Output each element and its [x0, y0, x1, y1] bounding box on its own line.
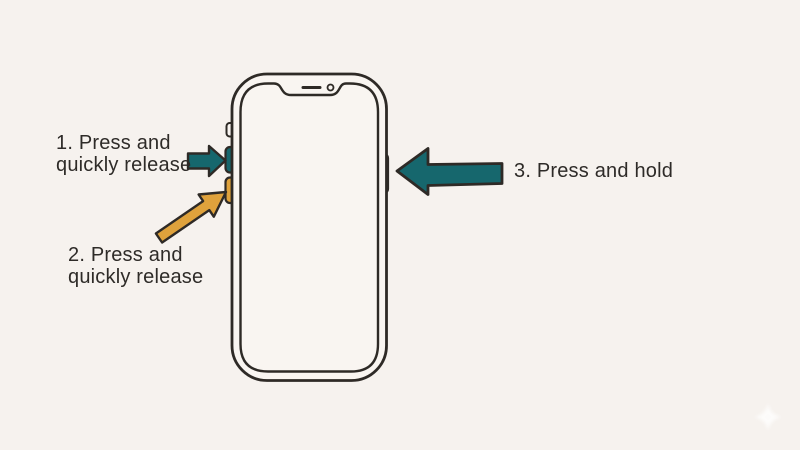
step-3-label: 3. Press and hold: [514, 160, 673, 182]
yellow-diagonal-arrow: [154, 190, 228, 244]
step-1-line1: 1. Press and: [56, 132, 171, 154]
camera-icon: [326, 83, 335, 92]
teal-right-arrow: [186, 144, 227, 178]
phone-body: [230, 72, 388, 382]
teal-left-arrow: [395, 147, 504, 196]
step-2-line2: quickly release: [68, 266, 204, 288]
step-1-label: 1. Press and quickly release: [56, 132, 191, 176]
phone-screen-bezel: [239, 82, 380, 373]
step-1-line2: quickly release: [56, 154, 192, 176]
step-2-line1: 2. Press and: [68, 244, 183, 266]
step-3-line1: 3. Press and hold: [514, 160, 674, 182]
step-2-label: 2. Press and quickly release: [68, 244, 203, 288]
sparkle-icon: [754, 403, 782, 431]
